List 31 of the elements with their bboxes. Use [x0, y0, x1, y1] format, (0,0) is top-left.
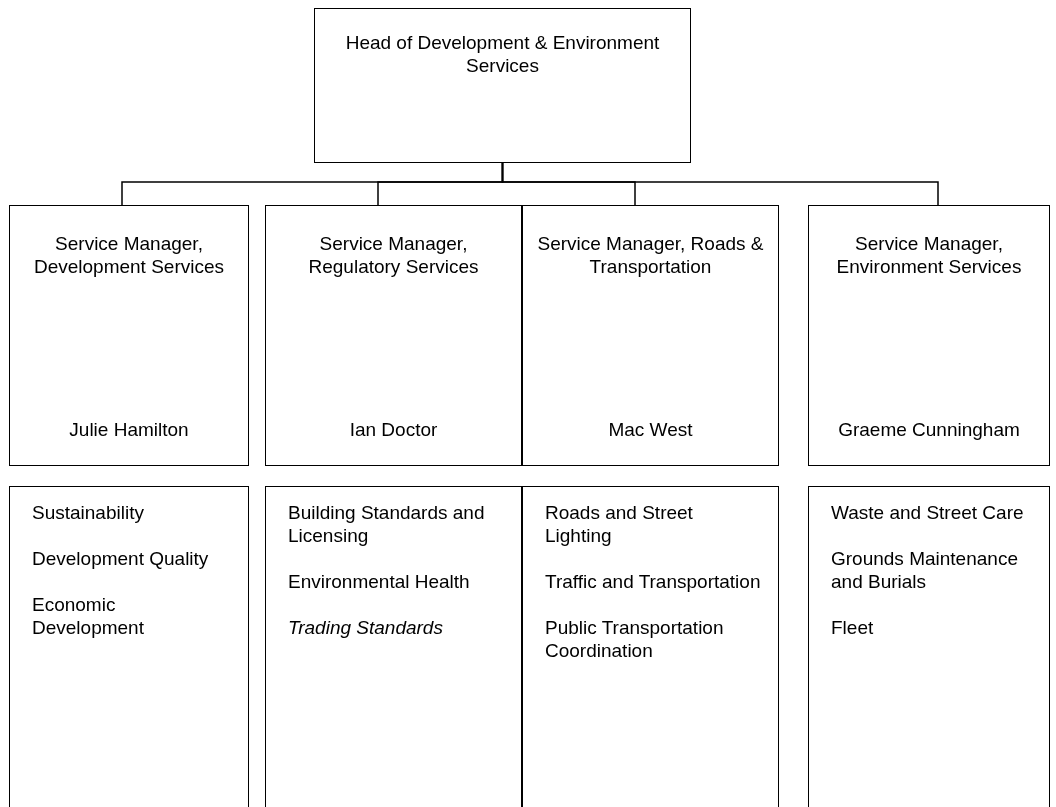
head-box — [314, 8, 691, 163]
service-name: Economic Development — [32, 593, 145, 639]
person-name: Ian Doctor — [348, 418, 439, 441]
manager-box — [808, 205, 1050, 466]
services-box — [808, 486, 1050, 807]
service-name: Public Transportation Coordination — [545, 616, 725, 662]
role-title: Service Manager, Development Services — [32, 232, 226, 278]
person-name: Mac West — [607, 418, 694, 441]
person-name: Graeme Cunningham — [837, 418, 1021, 441]
service-name: Sustainability — [32, 501, 145, 524]
role-title: Service Manager, Environment Services — [835, 232, 1023, 278]
service-name: Grounds Maintenance and Burials — [831, 547, 1019, 593]
role-title: Service Manager, Roads & Transportation — [536, 232, 765, 278]
manager-box — [9, 205, 249, 466]
manager-box — [265, 205, 522, 466]
person-name: Julie Hamilton — [68, 418, 190, 441]
services-box — [265, 486, 522, 807]
service-name: Waste and Street Care — [831, 501, 1025, 524]
service-name: Roads and Street Lighting — [545, 501, 694, 547]
head-title: Head of Development & Environment Services — [345, 32, 660, 76]
role-title: Service Manager, Regulatory Services — [307, 232, 480, 278]
service-name: Development Quality — [32, 547, 210, 570]
service-name: Fleet — [831, 616, 875, 639]
service-name: Environmental Health — [288, 570, 471, 593]
services-box — [522, 486, 779, 807]
connector-line — [501, 162, 939, 206]
service-name: Trading Standards — [288, 616, 444, 639]
service-name: Building Standards and Licensing — [288, 501, 486, 547]
services-box — [9, 486, 249, 807]
service-name: Traffic and Transportation — [545, 570, 762, 593]
manager-box — [522, 205, 779, 466]
